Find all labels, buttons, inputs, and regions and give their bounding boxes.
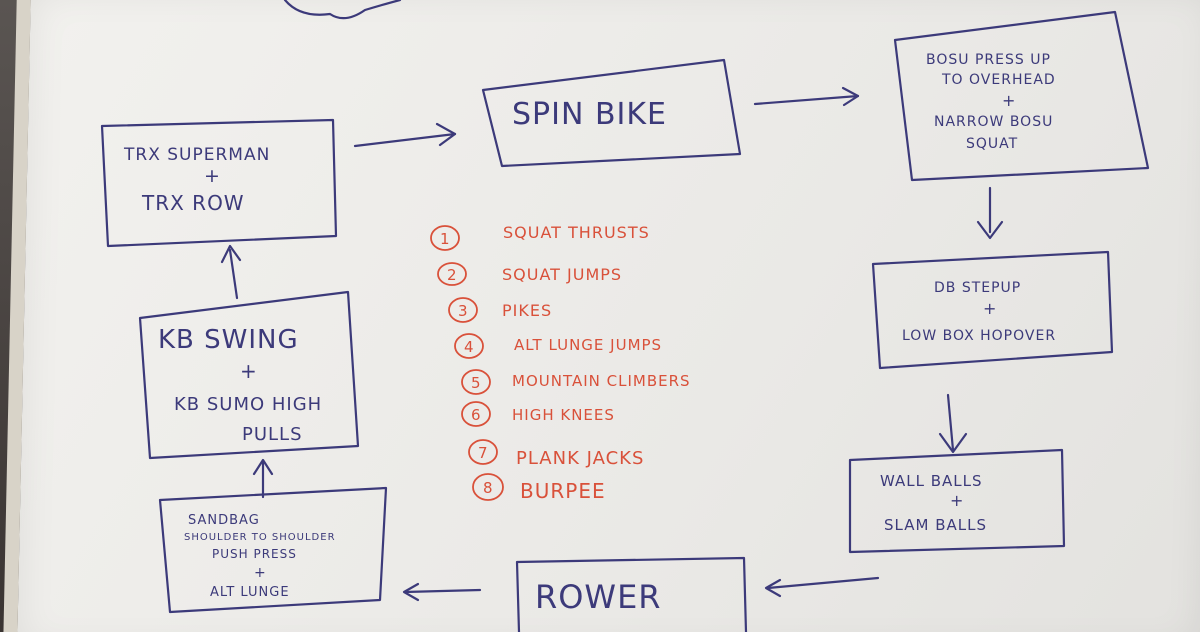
station-sandbag-line-2: SHOULDER TO SHOULDER [184,532,336,543]
exercise-7-label: PLANK JACKS [516,448,644,469]
exercise-8-number: 8 [483,479,494,497]
exercise-6-number: 6 [471,406,482,424]
station-box-rower [515,556,748,632]
station-bosu-line-2: TO OVERHEAD [941,72,1056,88]
station-sandbag: SANDBAG SHOULDER TO SHOULDER PUSH PRESS … [184,513,336,600]
station-rower: ROWER [535,578,662,616]
station-box-bosu [893,10,1150,182]
arrow-trx-to-spin [353,122,457,148]
station-sandbag-line-3: PUSH PRESS [212,547,297,561]
arrow-spin-to-bosu [753,86,860,107]
station-sandbag-line-4: + [254,565,267,581]
station-bosu-line-3: + [1002,91,1016,110]
station-kb-line-1: KB SWING [158,325,299,355]
station-kb-line-2: + [240,359,258,383]
station-bosu: BOSU PRESS UP TO OVERHEAD + NARROW BOSU … [926,52,1056,152]
station-kb-line-3: KB SUMO HIGH [174,394,322,415]
station-trx: TRX SUPERMAN + TRX ROW [123,145,270,215]
exercise-4-label: ALT LUNGE JUMPS [514,336,662,354]
station-db-line-1: DB STEPUP [934,280,1021,296]
arrow-db-to-wall [938,393,968,454]
station-box-spin [481,58,742,168]
cloud-doodle [283,0,402,20]
station-bosu-line-4: NARROW BOSU [934,114,1053,130]
station-bosu-line-5: SQUAT [966,136,1018,152]
station-spin: SPIN BIKE [512,97,667,132]
station-box-trx [100,118,338,248]
exercise-3-label: PIKES [502,301,552,320]
station-wall-line-1: WALL BALLS [880,472,983,490]
exercise-2-number: 2 [447,266,458,284]
station-box-db [871,250,1114,370]
station-db-line-2: + [983,299,997,318]
station-sandbag-line-1: SANDBAG [188,513,260,528]
station-sandbag-line-5: ALT LUNGE [210,585,290,600]
station-rower-line-1: ROWER [535,578,662,616]
exercise-5-label: MOUNTAIN CLIMBERS [512,372,691,390]
exercise-3-number: 3 [458,302,469,320]
exercise-1-label: SQUAT THRUSTS [503,223,650,242]
station-box-kb [138,290,360,460]
exercise-8-label: BURPEE [520,479,606,503]
station-wall-line-3: SLAM BALLS [884,516,987,534]
exercise-1-number: 1 [440,230,451,248]
station-trx-line-3: TRX ROW [141,191,245,215]
station-db-line-3: LOW BOX HOPOVER [902,328,1056,344]
station-trx-line-1: TRX SUPERMAN [123,145,270,165]
station-kb-line-4: PULLS [242,424,303,445]
station-kb: KB SWING + KB SUMO HIGH PULLS [158,325,322,445]
exercise-6-label: HIGH KNEES [512,406,615,424]
station-spin-line-1: SPIN BIKE [512,97,667,132]
arrow-sandbag-to-kb [252,458,274,499]
exercise-4-number: 4 [464,338,475,356]
station-wall-line-2: + [950,491,964,510]
arrow-bosu-to-db [976,186,1004,240]
arrow-kb-to-trx [220,244,242,300]
station-box-wall [848,448,1066,554]
exercise-2-label: SQUAT JUMPS [502,265,622,284]
arrow-wall-to-rower [764,576,880,598]
exercise-7-number: 7 [478,444,489,462]
station-trx-line-2: + [204,165,221,187]
station-wall: WALL BALLS + SLAM BALLS [880,472,987,534]
arrow-rower-to-sandbag [402,582,482,602]
exercise-list: 1 SQUAT THRUSTS 2 SQUAT JUMPS 3 PIKES 4 … [430,223,691,503]
station-box-sandbag [158,486,388,614]
exercise-5-number: 5 [471,374,482,392]
station-bosu-line-1: BOSU PRESS UP [926,52,1051,68]
station-db: DB STEPUP + LOW BOX HOPOVER [902,280,1056,344]
